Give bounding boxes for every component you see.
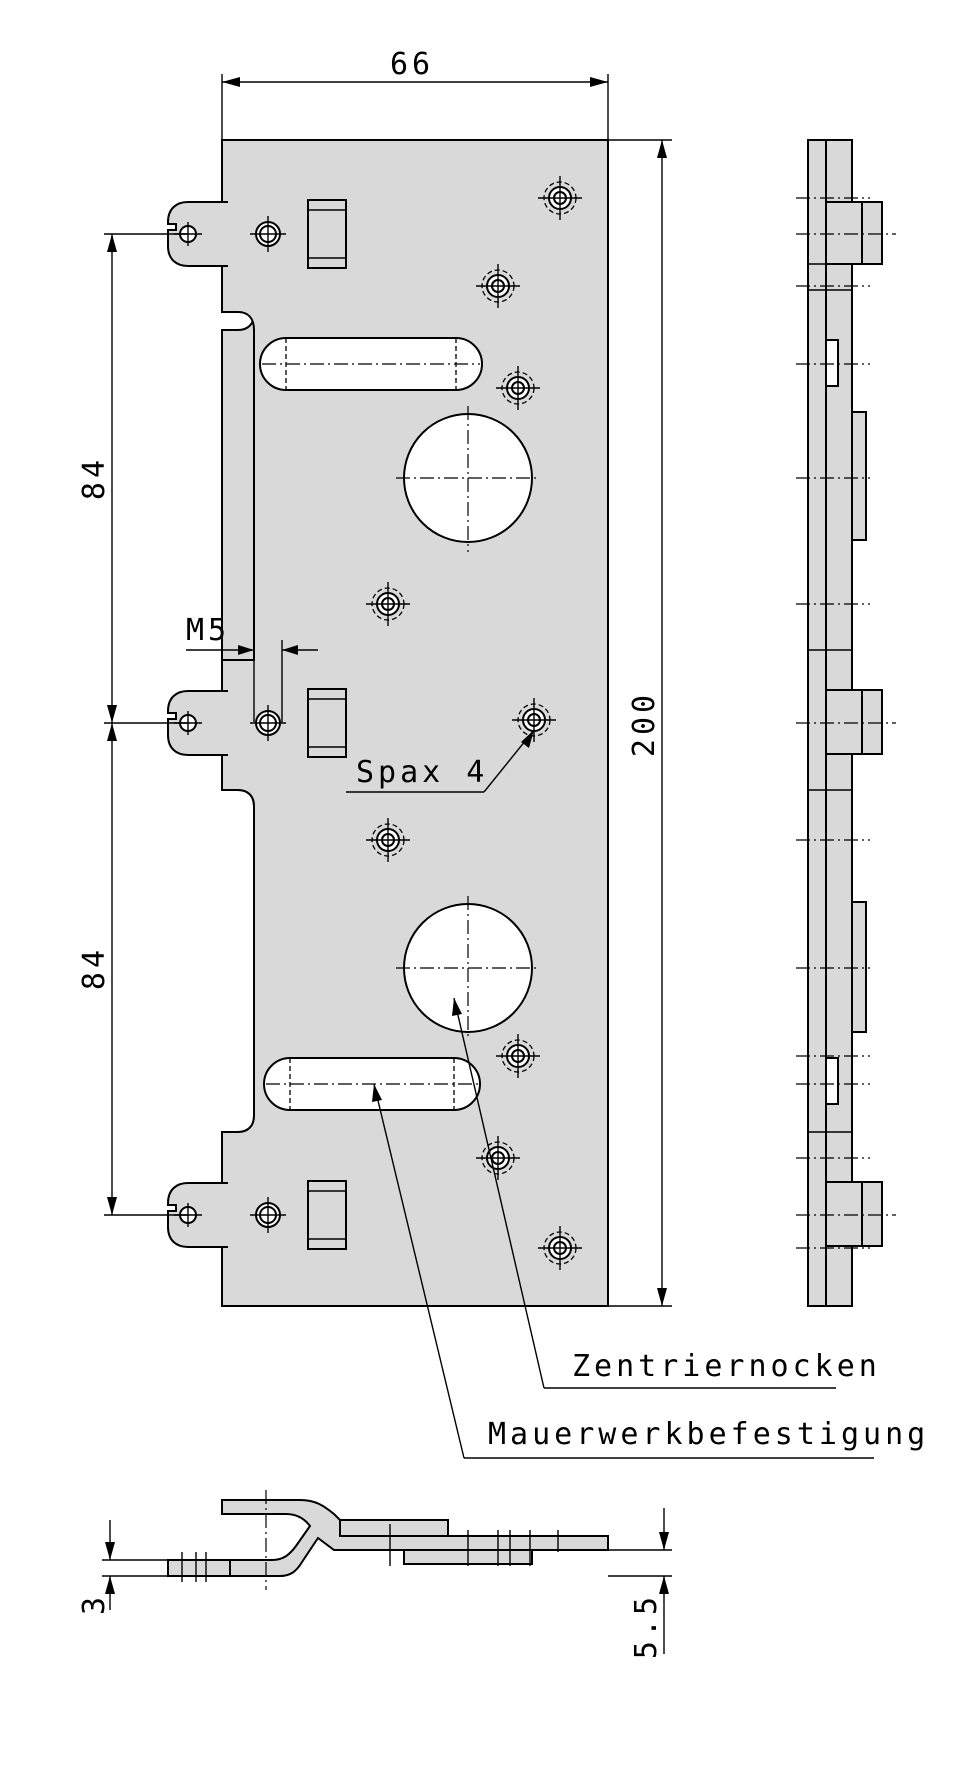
height-label: 200: [627, 691, 662, 757]
dimension-pitch-lower: 84: [77, 723, 188, 1216]
width-label: 66: [390, 47, 434, 82]
masonry-callout-label: Mauerwerkbefestigung: [488, 1417, 929, 1452]
thread-label: M5: [186, 613, 230, 648]
side-view: [796, 139, 896, 1307]
screw-callout-label: Spax 4: [356, 755, 488, 790]
centering-hole-lower: [396, 896, 540, 1040]
pitch-lower-label: 84: [77, 946, 112, 990]
centering-callout-label: Zentriernocken: [572, 1349, 881, 1384]
thickness-label: 3: [77, 1593, 112, 1615]
slot-upper: [259, 337, 483, 391]
dimension-height: 200: [608, 139, 672, 1307]
dimension-offset: 5.5: [608, 1508, 672, 1659]
offset-label: 5.5: [629, 1593, 664, 1659]
dimension-pitch-upper: 84: [77, 233, 188, 724]
callout-masonry: Mauerwerkbefestigung: [372, 1083, 929, 1459]
bottom-view: [167, 1490, 609, 1590]
dimension-thickness: 3: [77, 1520, 168, 1615]
pitch-upper-label: 84: [77, 456, 112, 500]
slot-lower: [263, 1057, 481, 1111]
dimension-thread: M5: [186, 613, 318, 722]
callout-screw: Spax 4: [346, 729, 535, 793]
centering-hole-upper: [396, 406, 540, 552]
callout-centering: Zentriernocken: [452, 997, 881, 1389]
dimension-width: 66: [221, 47, 609, 140]
front-view: [167, 139, 609, 1307]
